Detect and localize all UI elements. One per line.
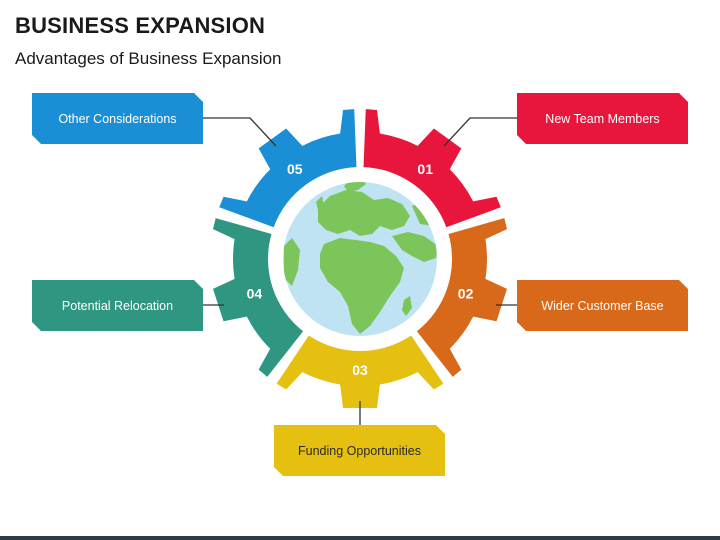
- segment-number-05: 05: [287, 161, 303, 177]
- gear-segment-01: [363, 109, 501, 228]
- gear-segments: 01 02 03 04 05: [213, 109, 507, 409]
- callout-label-03: Funding Opportunities: [298, 444, 421, 458]
- callout-box-02: [517, 280, 688, 331]
- connector-line-05: [203, 117, 277, 147]
- segment-number-03: 03: [352, 362, 368, 378]
- callout-box-05: [32, 93, 203, 144]
- segment-number-01: 01: [417, 161, 433, 177]
- gear-segment-03: [276, 335, 444, 409]
- callout-label-02: Wider Customer Base: [541, 299, 663, 313]
- gear-segment-04: [213, 218, 304, 377]
- segment-number-02: 02: [458, 285, 474, 301]
- callout-box-03: [274, 425, 445, 476]
- gear-segment-05: [219, 109, 357, 228]
- callout-label-01: New Team Members: [545, 112, 659, 126]
- callout-box-01: [517, 93, 688, 144]
- footer-bar: [0, 536, 720, 540]
- globe-continents: [284, 182, 437, 334]
- globe-icon: [278, 177, 442, 341]
- callout-box-04: [32, 280, 203, 331]
- page-subtitle: Advantages of Business Expansion: [15, 49, 282, 68]
- page-title: BUSINESS EXPANSION: [15, 13, 266, 38]
- connector-line-01: [443, 117, 517, 147]
- gear-segment-02: [416, 218, 507, 377]
- callout-label-05: Other Considerations: [58, 112, 176, 126]
- callout-label-04: Potential Relocation: [62, 299, 173, 313]
- segment-number-04: 04: [247, 285, 263, 301]
